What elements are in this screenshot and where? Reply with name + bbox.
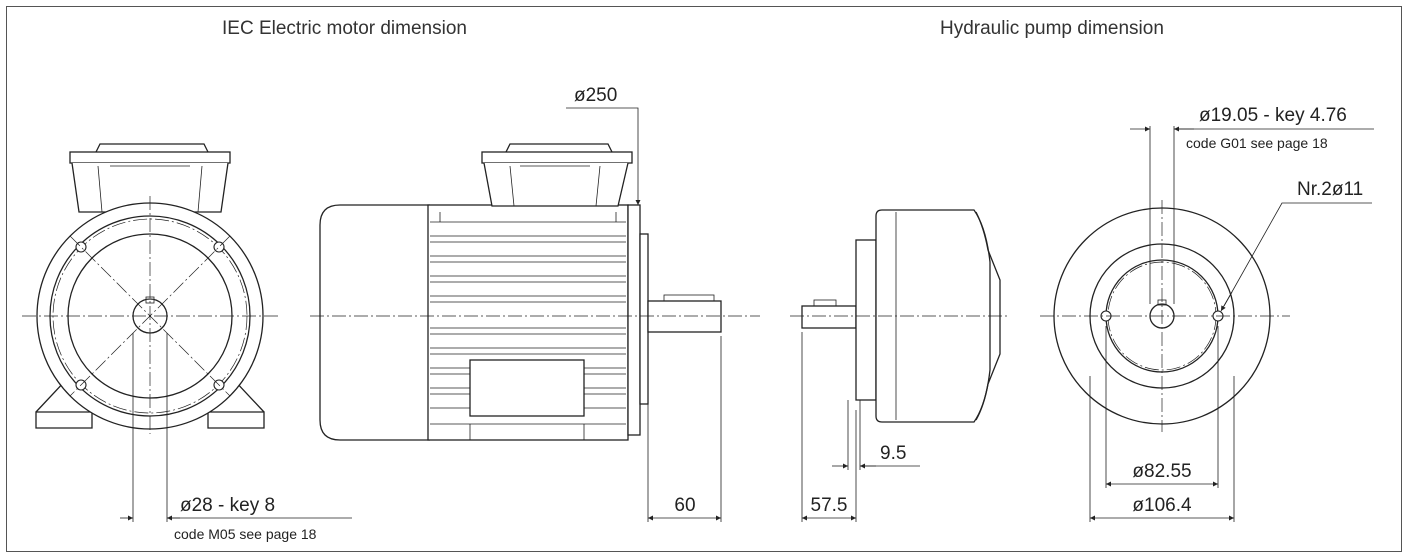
motor-shaft-dimension xyxy=(120,333,352,522)
pump-flange xyxy=(855,239,877,401)
motor-shaft-label: ø28 - key 8 xyxy=(180,495,275,516)
motor-flange-dimension xyxy=(566,107,641,205)
pump-shaft-code-label: code G01 see page 18 xyxy=(1186,135,1328,151)
pump-title: Hydraulic pump dimension xyxy=(940,18,1164,39)
pump-shaft-dimension xyxy=(1130,126,1374,304)
pump-pilot-dimension xyxy=(1105,326,1219,488)
motor-side-terminal-box xyxy=(481,143,633,207)
pump-bolt-circle-label: ø106.4 xyxy=(1132,495,1192,516)
motor-shaft-length-label: 60 xyxy=(674,495,695,516)
motor-shaft-length-dimension xyxy=(647,336,722,522)
motor-side-view xyxy=(310,143,760,441)
pump-side-view xyxy=(790,209,1010,423)
pump-pilot-label: ø82.55 xyxy=(1132,461,1191,482)
pump-holes-label: Nr.2ø11 xyxy=(1297,179,1363,200)
pump-shaft-length-label: 57.5 xyxy=(811,495,848,516)
pump-shaft xyxy=(801,305,857,329)
pump-flange-thickness-label: 9.5 xyxy=(880,443,906,464)
motor-front-view xyxy=(22,143,278,434)
motor-flange xyxy=(627,204,641,436)
pump-shaft-length-dimension xyxy=(801,332,857,522)
motor-shaft-code-label: code M05 see page 18 xyxy=(174,526,317,542)
pump-holes-leader xyxy=(1220,202,1372,312)
motor-title: IEC Electric motor dimension xyxy=(222,18,467,39)
motor-shaft xyxy=(647,300,722,333)
pump-flange-thickness-dimension xyxy=(832,400,920,470)
motor-fan-cover xyxy=(319,204,430,441)
pump-shaft-label: ø19.05 - key 4.76 xyxy=(1199,105,1347,126)
motor-flange-label: ø250 xyxy=(574,85,617,106)
pump-bolt-circle-dimension xyxy=(1089,376,1235,522)
pump-front-view xyxy=(1040,200,1290,432)
